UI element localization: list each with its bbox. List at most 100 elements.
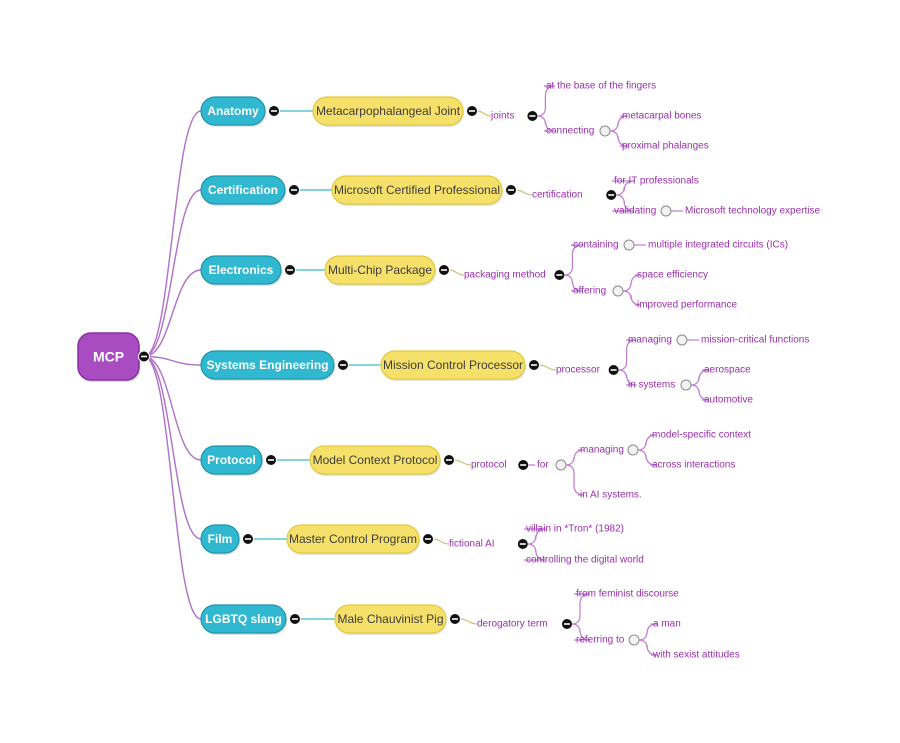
root-label: MCP [93, 349, 124, 365]
relation-toggle-icon[interactable] [526, 110, 539, 122]
leaf-label: metacarpal bones [622, 111, 702, 122]
connector-line [637, 449, 657, 466]
expand-toggle-icon[interactable] [599, 125, 611, 137]
root-collapse-icon[interactable] [138, 350, 150, 363]
expand-toggle-icon[interactable] [680, 379, 692, 391]
leaf-label: offering [573, 286, 606, 297]
relation-label: processor [556, 365, 601, 376]
collapse-toggle-icon[interactable] [337, 359, 349, 371]
topic-label: Male Chauvinist Pig [337, 612, 443, 626]
leaf-label: multiple integrated circuits (ICs) [648, 240, 788, 251]
topic-node-4[interactable] [309, 445, 441, 476]
connector-line [564, 244, 583, 276]
connector-line [143, 269, 202, 358]
connector-line [622, 274, 642, 292]
category-node-1[interactable] [200, 175, 286, 206]
collapse-toggle-icon[interactable] [284, 264, 296, 276]
topic-node-3[interactable] [380, 350, 526, 381]
leaf-label: proximal phalanges [622, 141, 709, 152]
connector-line [524, 528, 546, 545]
topic-node-1[interactable] [331, 175, 503, 206]
topic-node-2[interactable] [324, 255, 436, 286]
leaf-label: aerospace [704, 365, 751, 376]
leaf-label: containing [573, 240, 619, 251]
connector-line [618, 369, 637, 386]
relation-toggle-icon[interactable] [553, 269, 566, 281]
connector-line [612, 194, 635, 212]
topic-label: Metacarpophalangeal Joint [316, 104, 461, 118]
collapse-toggle-icon[interactable] [466, 105, 478, 117]
topic-label: Microsoft Certified Professional [334, 183, 500, 197]
connector-line [564, 274, 583, 292]
connector-line [143, 355, 202, 461]
connector-line [143, 355, 202, 620]
relation-label: protocol [471, 460, 507, 471]
relation-toggle-icon[interactable] [561, 618, 573, 630]
collapse-toggle-icon[interactable] [289, 613, 301, 625]
category-node-6[interactable] [200, 604, 287, 635]
expand-toggle-icon[interactable] [612, 285, 624, 297]
connector-line [476, 110, 492, 117]
relation-toggle-icon[interactable] [517, 459, 530, 471]
expand-toggle-icon[interactable] [628, 634, 640, 646]
topic-label: Multi-Chip Package [328, 263, 432, 277]
category-label: Electronics [209, 263, 274, 277]
topic-node-5[interactable] [286, 524, 420, 555]
relation-label: fictional AI [449, 539, 495, 550]
category-label: Anatomy [207, 104, 259, 118]
leaf-label: from feminist discourse [576, 589, 679, 600]
collapse-toggle-icon[interactable] [505, 184, 517, 196]
category-node-0[interactable] [200, 96, 266, 127]
connector-line [524, 543, 546, 561]
leaf-label: in AI systems. [580, 490, 642, 501]
relation-toggle-icon[interactable] [607, 364, 620, 376]
expand-toggle-icon[interactable] [660, 205, 672, 217]
category-node-2[interactable] [200, 255, 282, 286]
category-node-3[interactable] [200, 350, 335, 381]
collapse-toggle-icon[interactable] [268, 105, 280, 117]
category-node-5[interactable] [200, 524, 240, 555]
relation-label: packaging method [464, 270, 546, 281]
collapse-toggle-icon[interactable] [288, 184, 300, 196]
leaf-label: controlling the digital world [526, 555, 644, 566]
connector-line [143, 189, 202, 358]
connector-line [143, 110, 202, 358]
leaf-label: managing [628, 335, 672, 346]
category-label: Film [208, 532, 233, 546]
connector-line [690, 384, 710, 401]
topic-label: Master Control Program [289, 532, 417, 546]
category-node-4[interactable] [200, 445, 263, 476]
relation-toggle-icon[interactable] [516, 538, 529, 550]
category-label: Protocol [207, 453, 256, 467]
connector-line [622, 290, 642, 306]
connector-line [459, 618, 478, 625]
connector-line [143, 355, 202, 366]
leaf-label: improved performance [637, 300, 737, 311]
expand-toggle-icon[interactable] [555, 459, 567, 471]
root-node[interactable] [77, 332, 140, 382]
topic-node-6[interactable] [334, 604, 447, 635]
topic-node-0[interactable] [312, 96, 464, 127]
collapse-toggle-icon[interactable] [265, 454, 277, 466]
collapse-toggle-icon[interactable] [422, 533, 434, 545]
leaf-label: model-specific context [652, 430, 751, 441]
connector-line [537, 115, 556, 132]
collapse-toggle-icon[interactable] [528, 359, 540, 371]
connector-line [515, 189, 533, 196]
expand-toggle-icon[interactable] [623, 239, 635, 251]
expand-toggle-icon[interactable] [627, 444, 639, 456]
topic-label: Mission Control Processor [383, 358, 523, 372]
collapse-toggle-icon[interactable] [443, 454, 455, 466]
leaf-label: for [537, 460, 549, 471]
connector-line [537, 85, 556, 117]
relation-toggle-icon[interactable] [605, 189, 618, 201]
collapse-toggle-icon[interactable] [438, 264, 450, 276]
leaf-label: a man [653, 619, 681, 630]
collapse-toggle-icon[interactable] [449, 613, 461, 625]
leaf-label: villain in *Tron* (1982) [526, 524, 624, 535]
connector-line [638, 623, 658, 641]
category-label: Systems Engineering [206, 358, 328, 372]
expand-toggle-icon[interactable] [676, 334, 688, 346]
category-label: LGBTQ slang [205, 612, 282, 626]
collapse-toggle-icon[interactable] [242, 533, 254, 545]
